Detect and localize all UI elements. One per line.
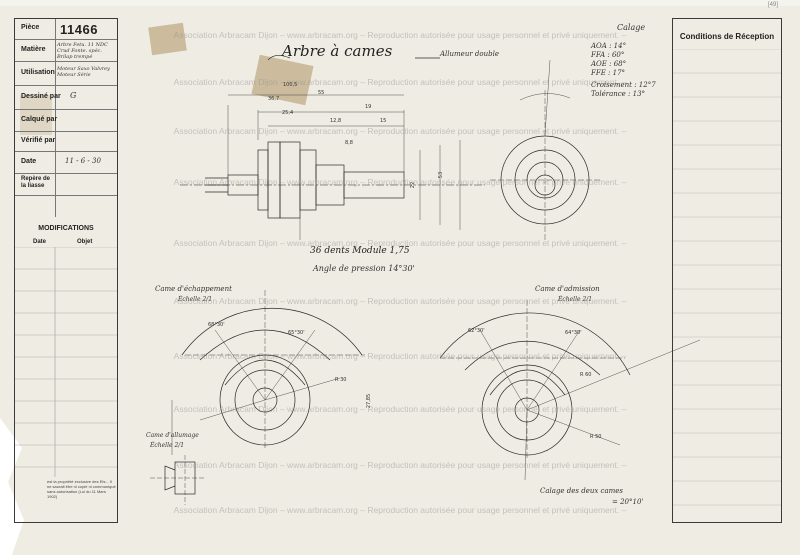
calage-line: Tolérance : 13° bbox=[591, 90, 646, 98]
title-row-piece: Pièce 11466 bbox=[15, 19, 117, 40]
intake-cam-profile bbox=[439, 300, 701, 481]
intake-cam-scale: Échelle 2/1 bbox=[558, 296, 593, 303]
dessine-label: Dessiné par bbox=[21, 93, 61, 100]
exhaust-cam-profile bbox=[171, 290, 365, 455]
tape-stain bbox=[20, 95, 52, 135]
verifie-label: Vérifié par bbox=[21, 137, 56, 144]
ignition-cam-detail bbox=[150, 455, 205, 505]
calage-line: AOA : 14° bbox=[591, 42, 627, 50]
dimension-label: 27,85 bbox=[366, 393, 373, 409]
conditions-title: Conditions de Réception bbox=[679, 32, 775, 41]
title-row-dessine: Dessiné par G bbox=[15, 85, 117, 110]
dimension-label: 53 bbox=[438, 171, 445, 179]
date-label: Date bbox=[21, 158, 37, 165]
dimension-label: 55 bbox=[318, 90, 325, 96]
dimension-label: 100,5 bbox=[283, 82, 298, 88]
title-row-calque: Calqué par bbox=[15, 109, 117, 132]
utilisation-value: Moteur Saxo Valvrey Moteur Série bbox=[57, 66, 110, 78]
piece-label: Pièce bbox=[21, 24, 40, 31]
calage-line: FFA : 60° bbox=[591, 51, 625, 59]
modifications-date-col: Date bbox=[33, 239, 47, 245]
modifications-grid bbox=[15, 247, 117, 477]
title-row-date: Date 11 - 6 - 30 bbox=[15, 151, 117, 174]
exhaust-cam-scale: Échelle 2/1 bbox=[178, 296, 213, 303]
dimension-label: R 60 bbox=[580, 372, 592, 378]
shaft-side-view bbox=[180, 94, 485, 240]
dimension-label: 36,7 bbox=[268, 96, 280, 102]
exhaust-cam-label: Came d'échappement bbox=[155, 285, 232, 293]
shaft-end-view bbox=[490, 59, 600, 240]
dimension-label: 22 bbox=[410, 181, 417, 189]
dimension-label: 19 bbox=[365, 104, 372, 110]
title-block: Pièce 11466 Matière Arbre Fetu. 11 NDC C… bbox=[14, 18, 118, 523]
dimension-label: 8,8 bbox=[345, 140, 353, 146]
dimension-label: 68°30' bbox=[208, 322, 225, 328]
dimension-label: 15 bbox=[380, 118, 387, 124]
ignition-cam-scale: Échelle 2/1 bbox=[150, 442, 185, 449]
title-row-matiere: Matière Arbre Fetu. 11 NDC Crud Fonte. s… bbox=[15, 39, 117, 62]
dimension-label: 12,8 bbox=[330, 118, 342, 124]
title-flourish bbox=[267, 55, 291, 61]
date-value: 11 - 6 - 30 bbox=[65, 157, 101, 165]
calage-values: AOA : 14° FFA : 60° AOE : 68° FFE : 17° … bbox=[591, 42, 656, 99]
dimension-label: R 30 bbox=[335, 377, 347, 383]
calage-line: AOE : 68° bbox=[591, 60, 627, 68]
sheet-corner-number: [49] bbox=[767, 2, 778, 8]
calage-line: FFE : 17° bbox=[591, 69, 626, 77]
conditions-grid bbox=[673, 49, 781, 506]
matiere-value: Arbre Fetu. 11 NDC Crud Fonte. spéc. Bri… bbox=[57, 42, 108, 60]
calage-heading: Calage bbox=[617, 23, 646, 32]
dimension-label: 65°30' bbox=[288, 330, 305, 336]
calage-line: Croisement : 12°7 bbox=[591, 81, 656, 89]
ignition-cam-label: Came d'allumage bbox=[146, 432, 199, 439]
dimension-label: 62°30' bbox=[468, 328, 485, 334]
title-row-verifie: Vérifié par bbox=[15, 131, 117, 152]
dimension-label: 25,4 bbox=[282, 110, 294, 116]
matiere-label: Matière bbox=[21, 46, 46, 53]
drawing-title: Arbre à cames bbox=[282, 42, 393, 60]
utilisation-label: Utilisation bbox=[21, 69, 55, 76]
drawing-subtitle: Allumeur double bbox=[440, 50, 499, 58]
dessine-value: G bbox=[70, 91, 77, 100]
piece-number: 11466 bbox=[60, 22, 98, 37]
title-row-repere: Repère de la liasse bbox=[15, 173, 117, 196]
pressure-angle: Angle de pression 14°30' bbox=[313, 264, 415, 273]
conditions-panel: Conditions de Réception bbox=[672, 18, 782, 523]
gear-specification: 36 dents Module 1,75 bbox=[310, 246, 410, 256]
modifications-title: MODIFICATIONS bbox=[38, 225, 94, 232]
dimension-label: 64°30' bbox=[565, 330, 582, 336]
intake-cam-label: Came d'admission bbox=[535, 285, 600, 293]
title-block-divider bbox=[55, 19, 56, 217]
dimension-label: R 50 bbox=[590, 434, 602, 440]
repere-label: Repère de la liasse bbox=[21, 176, 51, 189]
calque-label: Calqué par bbox=[21, 116, 58, 123]
modifications-objet-col: Objet bbox=[77, 239, 93, 245]
cam-timing-angle: = 20°10' bbox=[612, 498, 644, 506]
title-row-utilisation: Utilisation Moteur Saxo Valvrey Moteur S… bbox=[15, 61, 117, 86]
ownership-notice: est la propriété exclusive des Ets... Il… bbox=[47, 479, 116, 499]
cam-timing-label: Calage des deux cames bbox=[540, 487, 624, 495]
